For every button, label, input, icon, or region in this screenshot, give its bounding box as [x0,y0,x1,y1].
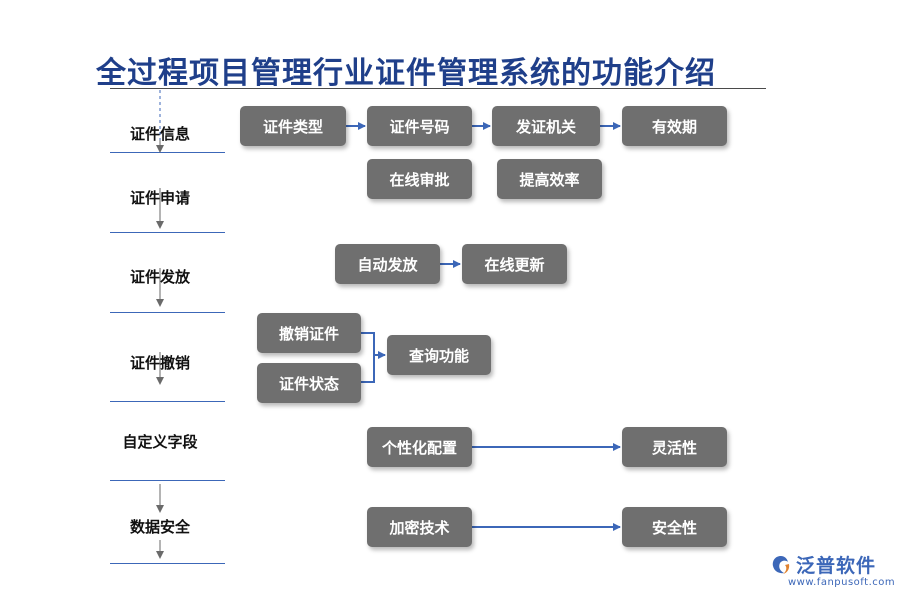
box-cert-status: 证件状态 [257,363,361,403]
stage-divider [110,152,225,153]
box-efficiency: 提高效率 [497,159,602,199]
box-revoke-cert: 撤销证件 [257,313,361,353]
stage-label-custom-fields: 自定义字段 [122,433,198,451]
page-title: 全过程项目管理行业证件管理系统的功能介绍 [96,56,716,91]
merge-bracket [361,332,375,383]
stage-divider [110,401,225,402]
box-validity: 有效期 [622,106,727,146]
box-query-function: 查询功能 [387,335,491,375]
box-cert-type: 证件类型 [240,106,346,146]
stage-divider [110,232,225,233]
box-issuing-authority: 发证机关 [492,106,600,146]
stage-label-data-security: 数据安全 [129,518,190,536]
brand-url: www.fanpusoft.com [788,577,896,588]
brand-mark-icon [772,555,790,574]
brand-name: 泛普软件 [796,555,877,577]
stage-divider [110,480,225,481]
box-personalized-config: 个性化配置 [367,427,472,467]
box-online-update: 在线更新 [462,244,567,284]
stage-divider [110,312,225,313]
box-cert-number: 证件号码 [367,106,472,146]
stage-divider [110,563,225,564]
title-underline [110,88,766,89]
box-encryption: 加密技术 [367,507,472,547]
box-auto-issue: 自动发放 [335,244,440,284]
box-flexibility: 灵活性 [622,427,727,467]
box-online-approval: 在线审批 [367,159,472,199]
brand-logo: 泛普软件 [770,551,876,578]
box-security: 安全性 [622,507,727,547]
